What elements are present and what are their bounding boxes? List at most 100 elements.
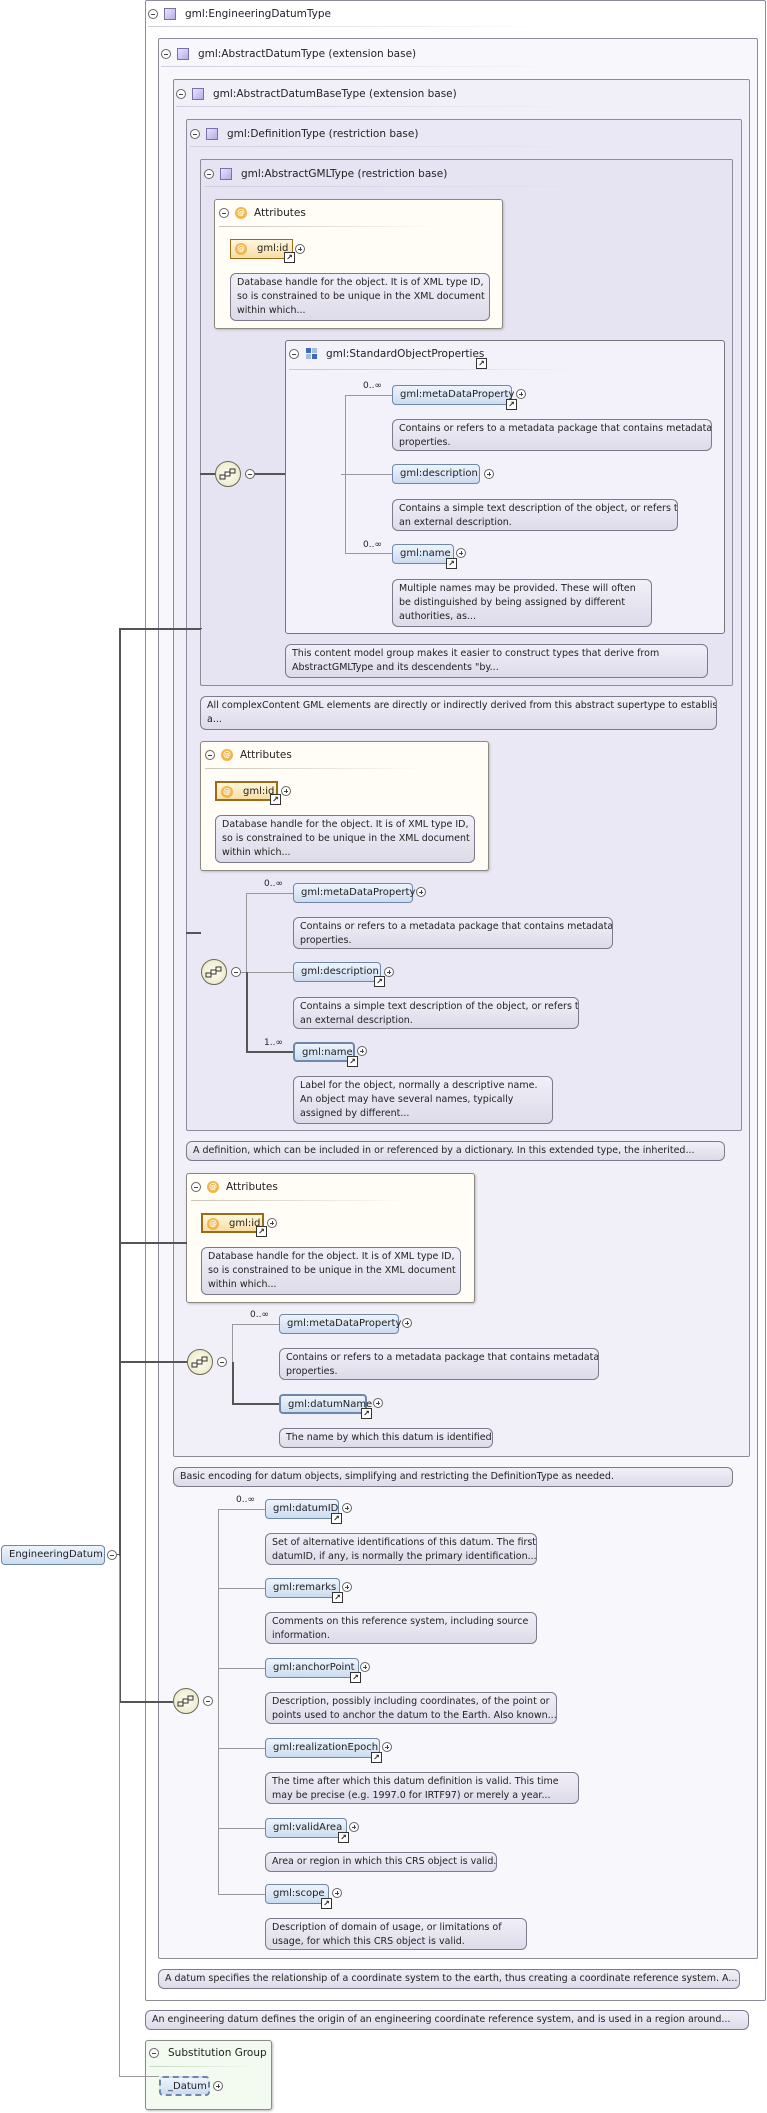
complex-type-icon	[177, 48, 189, 60]
multiplicity-label: 0..∞	[363, 540, 382, 550]
collapse-icon[interactable]	[149, 2048, 159, 2058]
element-name[interactable]: gml:name	[392, 544, 454, 564]
substitution-member-datum[interactable]: _Datum	[159, 2076, 210, 2096]
plus-icon[interactable]	[402, 1318, 412, 1328]
collapse-icon[interactable]	[190, 129, 200, 139]
link-arrow-icon[interactable]: ↗	[371, 1752, 382, 1763]
element-name[interactable]: gml:name	[293, 1042, 355, 1062]
element-description: Description, possibly including coordina…	[265, 1692, 557, 1724]
element-scope[interactable]: gml:scope	[265, 1884, 329, 1904]
abstract-gml-type-note: All complexContent GML elements are dire…	[200, 696, 717, 730]
plus-icon[interactable]	[357, 1046, 367, 1056]
abstract-gml-type-header: gml:AbstractGMLType (restriction base)	[204, 166, 447, 182]
minus-icon[interactable]	[245, 469, 255, 479]
element-datum-id[interactable]: gml:datumID	[265, 1499, 339, 1519]
collapse-icon[interactable]	[176, 89, 186, 99]
link-arrow-icon[interactable]: ↗	[506, 399, 517, 410]
engineering-datum-note: An engineering datum defines the origin …	[145, 2010, 749, 2030]
attribute-gml-id[interactable]: @ gml:id	[230, 239, 293, 259]
link-arrow-icon[interactable]: ↗	[338, 1832, 349, 1843]
at-icon: @	[221, 749, 233, 761]
at-icon: @	[207, 1218, 219, 1230]
plus-icon[interactable]	[484, 469, 494, 479]
element-description: Contains a simple text description of th…	[392, 499, 678, 531]
link-arrow-icon[interactable]: ↗	[446, 558, 457, 569]
minus-icon[interactable]	[203, 1696, 213, 1706]
collapse-icon[interactable]	[161, 49, 171, 59]
collapse-icon[interactable]	[205, 750, 215, 760]
element-description: Contains or refers to a metadata package…	[279, 1348, 599, 1380]
element-anchor-point[interactable]: gml:anchorPoint	[265, 1658, 359, 1678]
plus-icon[interactable]	[295, 244, 305, 254]
link-arrow-icon[interactable]: ↗	[361, 1408, 372, 1419]
link-arrow-icon[interactable]: ↗	[256, 1226, 267, 1237]
element-metadata-property[interactable]: gml:metaDataProperty	[279, 1314, 401, 1334]
group-icon	[306, 348, 318, 360]
standard-object-properties-header: gml:StandardObjectProperties	[289, 346, 484, 362]
plus-icon[interactable]	[267, 1218, 277, 1228]
link-arrow-icon[interactable]: ↗	[270, 794, 281, 805]
attribute-description: Database handle for the object. It is of…	[201, 1247, 461, 1295]
plus-icon[interactable]	[456, 548, 466, 558]
plus-icon[interactable]	[382, 1742, 392, 1752]
collapse-icon[interactable]	[289, 349, 299, 359]
root-element-engineering-datum[interactable]: EngineeringDatum	[1, 1545, 105, 1565]
attributes-panel: @ Attributes @ gml:id ↗ Database handle …	[200, 741, 489, 871]
element-description: The time after which this datum definiti…	[265, 1772, 579, 1804]
attribute-description: Database handle for the object. It is of…	[230, 273, 490, 321]
link-arrow-icon[interactable]: ↗	[331, 1513, 342, 1524]
minus-icon[interactable]	[107, 1550, 117, 1560]
type-label: gml:AbstractDatumType (extension base)	[198, 48, 417, 60]
attributes-label: Attributes	[240, 749, 292, 761]
element-description-property[interactable]: gml:description	[392, 464, 480, 484]
at-icon: @	[207, 1181, 219, 1193]
link-arrow-icon[interactable]: ↗	[332, 1592, 343, 1603]
attribute-gml-id[interactable]: @ gml:id	[201, 1213, 264, 1233]
link-arrow-icon[interactable]: ↗	[284, 252, 295, 263]
attributes-panel: @ Attributes @ gml:id ↗ Database handle …	[214, 199, 503, 329]
minus-icon[interactable]	[231, 967, 241, 977]
complex-type-icon	[192, 88, 204, 100]
element-metadata-property[interactable]: gml:metaDataProperty	[392, 385, 514, 405]
plus-icon[interactable]	[281, 786, 291, 796]
plus-icon[interactable]	[373, 1398, 383, 1408]
element-metadata-property[interactable]: gml:metaDataProperty	[293, 883, 415, 903]
type-label: gml:EngineeringDatumType	[185, 8, 331, 20]
collapse-icon[interactable]	[204, 169, 214, 179]
plus-icon[interactable]	[332, 1888, 342, 1898]
element-realization-epoch[interactable]: gml:realizationEpoch	[265, 1738, 380, 1758]
link-arrow-icon[interactable]: ↗	[476, 358, 487, 369]
plus-icon[interactable]	[360, 1662, 370, 1672]
plus-icon[interactable]	[516, 389, 526, 399]
complex-type-icon	[206, 128, 218, 140]
substitution-group-panel	[145, 2040, 272, 2110]
element-description: The name by which this datum is identifi…	[279, 1428, 493, 1448]
collapse-icon[interactable]	[191, 1182, 201, 1192]
collapse-icon[interactable]	[148, 9, 158, 19]
element-description: Contains or refers to a metadata package…	[392, 419, 712, 451]
attribute-gml-id[interactable]: @ gml:id	[215, 781, 278, 801]
link-arrow-icon[interactable]: ↗	[321, 1898, 332, 1909]
plus-icon[interactable]	[349, 1822, 359, 1832]
abstract-datum-base-type-note: Basic encoding for datum objects, simpli…	[173, 1467, 733, 1487]
plus-icon[interactable]	[213, 2081, 223, 2091]
sequence-icon	[187, 1349, 213, 1375]
element-valid-area[interactable]: gml:validArea	[265, 1818, 347, 1838]
link-arrow-icon[interactable]: ↗	[374, 976, 385, 987]
substitution-label: Substitution Group	[168, 2047, 267, 2059]
link-arrow-icon[interactable]: ↗	[347, 1056, 358, 1067]
attributes-panel: @ Attributes @ gml:id ↗ Database handle …	[186, 1173, 475, 1303]
plus-icon[interactable]	[342, 1503, 352, 1513]
element-description: Label for the object, normally a descrip…	[293, 1076, 553, 1124]
minus-icon[interactable]	[217, 1357, 227, 1367]
multiplicity-label: 0..∞	[250, 1310, 269, 1320]
link-arrow-icon[interactable]: ↗	[350, 1672, 361, 1683]
element-remarks[interactable]: gml:remarks	[265, 1578, 340, 1598]
element-description: Description of domain of usage, or limit…	[265, 1918, 527, 1950]
collapse-icon[interactable]	[219, 208, 229, 218]
plus-icon[interactable]	[342, 1582, 352, 1592]
plus-icon[interactable]	[384, 967, 394, 977]
plus-icon[interactable]	[416, 887, 426, 897]
element-description-property[interactable]: gml:description	[293, 962, 381, 982]
element-datum-name[interactable]: gml:datumName	[279, 1394, 372, 1414]
